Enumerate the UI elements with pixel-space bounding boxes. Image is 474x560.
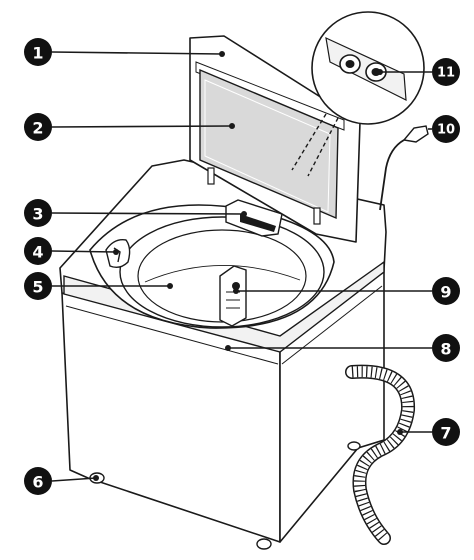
- leader-6: [51, 477, 97, 482]
- callout-4-label: 4: [32, 243, 43, 262]
- callout-11-label: 11: [437, 66, 455, 81]
- callout-9-label: 9: [440, 283, 451, 302]
- callout-3: 3: [24, 199, 52, 227]
- callout-4: 4: [24, 237, 52, 265]
- leader-endpoints: [93, 51, 403, 481]
- callout-2: 2: [24, 113, 52, 141]
- control-panel-band: [63, 260, 385, 353]
- callout-10: 10: [432, 115, 460, 143]
- callout-5-label: 5: [32, 278, 43, 297]
- zoom-leader-2: [307, 117, 339, 177]
- callout-11: 11: [432, 58, 460, 86]
- callout-1-label: 1: [32, 44, 43, 63]
- callout-8: 8: [432, 334, 460, 362]
- leader-3: [51, 212, 245, 215]
- callout-7-label: 7: [440, 424, 451, 443]
- leader-4: [51, 250, 117, 253]
- leader-1: [51, 51, 223, 55]
- callout-1: 1: [24, 38, 52, 66]
- tub: [89, 204, 335, 329]
- callout-9: 9: [432, 277, 460, 305]
- callout-6: 6: [24, 467, 52, 495]
- callout-badges: 1 2 3 4 5 6 7 8: [24, 38, 460, 495]
- callout-leaders: [51, 51, 432, 482]
- lid: [189, 35, 361, 243]
- callout-8-label: 8: [440, 340, 451, 359]
- agitator: [219, 265, 247, 327]
- lid-glass: [199, 68, 339, 220]
- callout-7: 7: [432, 418, 460, 446]
- callout-10-label: 10: [437, 123, 455, 138]
- inlet-zoom-bubble: [311, 11, 425, 125]
- detergent-dispenser: [225, 199, 283, 237]
- drum-inner-curve: [144, 265, 301, 283]
- side-seam: [281, 285, 383, 365]
- callout-5: 5: [24, 272, 52, 300]
- zoom-leader: [291, 113, 327, 171]
- drain-hose: [345, 364, 416, 545]
- power-cord: [379, 125, 429, 211]
- callout-3-label: 3: [32, 205, 43, 224]
- front-seam: [65, 305, 279, 365]
- foot-rear-right: [347, 441, 361, 451]
- callout-2-label: 2: [32, 119, 43, 138]
- foot-front-right: [256, 538, 272, 550]
- callout-6-label: 6: [32, 473, 43, 492]
- leader-2: [51, 125, 233, 128]
